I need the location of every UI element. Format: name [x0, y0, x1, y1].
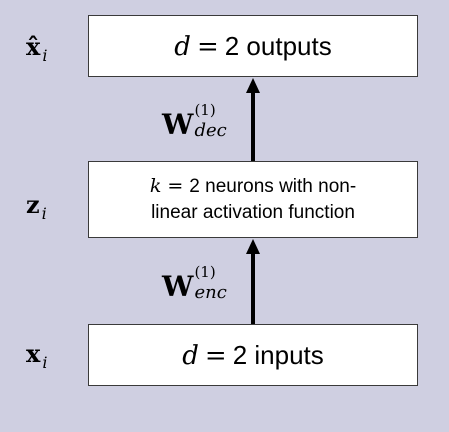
- hidden-var: k: [149, 174, 162, 197]
- hidden-layer-box: k=2 neurons with non- linear activation …: [88, 161, 418, 238]
- weight-decoder-symbol: W: [162, 108, 194, 141]
- output-rest: outputs: [239, 30, 332, 61]
- input-op: =: [204, 340, 227, 371]
- label-x-sub: i: [42, 352, 48, 372]
- weight-encoder-symbol: W: [162, 270, 194, 303]
- output-var: d: [174, 31, 191, 62]
- input-num: 2: [232, 339, 248, 370]
- output-box: d=2 outputs: [88, 15, 418, 77]
- weight-encoder-sub: enc: [194, 282, 227, 303]
- label-z-symbol: z: [26, 190, 40, 219]
- arrow-decoder-head: [246, 78, 260, 93]
- weight-decoder-sub: dec: [194, 120, 227, 141]
- output-num: 2: [224, 30, 240, 61]
- output-op: =: [196, 31, 219, 62]
- label-z-sub: i: [41, 203, 47, 223]
- input-rest: inputs: [247, 339, 324, 370]
- label-x-hat-symbol: x̂: [26, 32, 41, 61]
- arrow-encoder-head: [246, 239, 260, 254]
- input-box: d=2 inputs: [88, 324, 418, 386]
- hidden-op: =: [167, 174, 184, 197]
- weight-encoder-label: W(1)enc: [162, 265, 227, 303]
- input-var: d: [182, 340, 199, 371]
- hidden-line1-rest: neurons with non-: [199, 175, 357, 197]
- label-x-hat-sub: i: [42, 45, 48, 65]
- weight-encoder-sup: (1): [194, 263, 216, 281]
- weight-decoder-label: W(1)dec: [162, 103, 227, 141]
- hidden-num: 2: [189, 175, 200, 197]
- hidden-line2: linear activation function: [151, 201, 355, 223]
- label-x-symbol: x: [26, 339, 41, 368]
- label-x-hat: x̂i: [26, 35, 47, 64]
- weight-decoder-sup: (1): [194, 101, 216, 119]
